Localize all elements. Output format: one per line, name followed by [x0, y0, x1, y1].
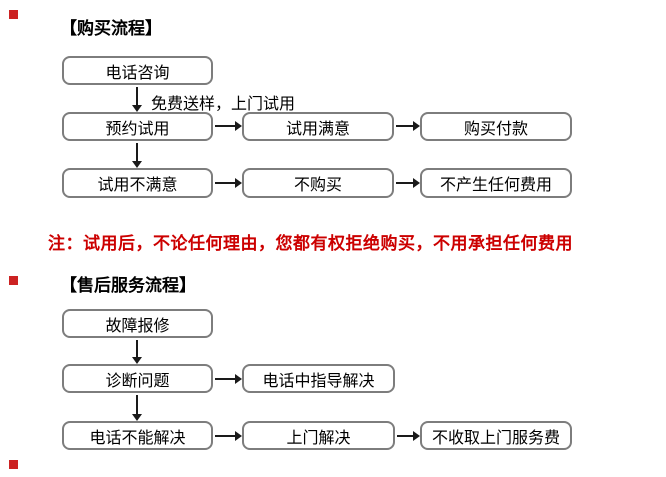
purchase-process-heading: 【购买流程】 [60, 19, 162, 39]
free-sample-label: 免费送样，上门试用 [151, 94, 296, 113]
arrow-right [215, 374, 242, 384]
arrowhead [132, 105, 142, 112]
arrow-line [397, 435, 413, 437]
arrow-down [132, 87, 142, 112]
arrow-line [136, 143, 138, 161]
flow-box-trial-satisfied: 试用满意 [242, 112, 394, 141]
arrowhead [235, 431, 242, 441]
flow-box-no-purchase: 不购买 [242, 168, 394, 198]
arrow-line [215, 182, 235, 184]
flow-box-no-visit-fee: 不收取上门服务费 [420, 421, 572, 450]
flow-box-fault-report: 故障报修 [62, 309, 213, 338]
flow-box-phone-consult: 电话咨询 [62, 56, 213, 85]
flow-box-phone-cannot-fix: 电话不能解决 [62, 421, 213, 450]
arrow-right [396, 121, 420, 131]
arrow-line [215, 125, 235, 127]
arrow-right [396, 178, 420, 188]
arrowhead [413, 121, 420, 131]
arrow-right [215, 178, 242, 188]
arrow-line [136, 340, 138, 357]
arrowhead [235, 178, 242, 188]
service-process-heading: 【售后服务流程】 [60, 276, 196, 296]
flow-box-book-trial: 预约试用 [62, 112, 213, 141]
arrowhead [413, 431, 420, 441]
arrow-line [215, 378, 235, 380]
flow-box-trial-unsatisfied: 试用不满意 [62, 168, 213, 198]
arrow-down [132, 340, 142, 364]
arrow-right [215, 431, 242, 441]
arrow-right [215, 121, 242, 131]
arrow-down [132, 143, 142, 168]
flow-box-diagnose-problem: 诊断问题 [62, 364, 213, 393]
red-square-icon [9, 276, 18, 285]
red-square-icon [9, 10, 18, 19]
arrow-line [136, 395, 138, 414]
arrowhead [132, 357, 142, 364]
arrow-down [132, 395, 142, 421]
arrow-line [215, 435, 235, 437]
flow-box-onsite-fix: 上门解决 [242, 421, 395, 450]
arrowhead [132, 161, 142, 168]
arrowhead [235, 121, 242, 131]
red-square-icon [9, 460, 18, 469]
flow-box-phone-guided-fix: 电话中指导解决 [242, 364, 395, 393]
arrow-right [397, 431, 420, 441]
arrowhead [235, 374, 242, 384]
arrow-line [396, 182, 413, 184]
arrow-line [396, 125, 413, 127]
arrow-line [136, 87, 138, 105]
flow-box-purchase-pay: 购买付款 [420, 112, 572, 141]
refusal-rights-note: 注：试用后，不论任何理由，您都有权拒绝购买，不用承担任何费用 [48, 234, 573, 254]
arrowhead [132, 414, 142, 421]
flow-box-no-fees: 不产生任何费用 [420, 168, 572, 198]
arrowhead [413, 178, 420, 188]
